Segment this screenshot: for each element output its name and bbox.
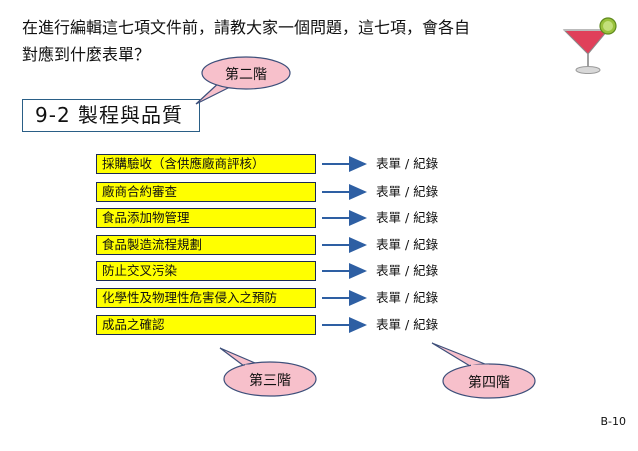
output-label-6: 表單 / 紀錄 [376, 290, 439, 305]
procedure-item-3: 食品添加物管理 [96, 208, 316, 228]
callout-third-tier-label: 第三階 [249, 373, 291, 389]
page-number: B-10 [600, 415, 626, 428]
procedure-item-4: 食品製造流程規劃 [96, 235, 316, 255]
callout-third-tier [219, 347, 317, 397]
output-label-3: 表單 / 紀錄 [376, 210, 439, 225]
output-label-7: 表單 / 紀錄 [376, 317, 439, 332]
callout-second-tier [195, 56, 291, 105]
procedure-item-1: 採購驗收（含供應廠商評核） [96, 154, 316, 174]
output-label-5: 表單 / 紀錄 [376, 263, 439, 278]
cocktail-glass-icon [562, 17, 617, 74]
callout-fourth-tier-label: 第四階 [468, 375, 510, 391]
procedure-item-2: 廠商合約審查 [96, 182, 316, 202]
intro-line-1: 在進行編輯這七項文件前，請教大家一個問題，這七項，會各自 [22, 18, 471, 37]
callout-fourth-tier [431, 342, 536, 399]
output-label-2: 表單 / 紀錄 [376, 184, 439, 199]
section-title: 9-2 製程與品質 [22, 99, 200, 132]
callout-second-tier-label: 第二階 [225, 67, 267, 83]
intro-line-2: 對應到什麼表單？ [22, 45, 151, 64]
output-label-4: 表單 / 紀錄 [376, 237, 439, 252]
procedure-item-7: 成品之確認 [96, 315, 316, 335]
procedure-item-5: 防止交叉污染 [96, 261, 316, 281]
procedure-item-6: 化學性及物理性危害侵入之預防 [96, 288, 316, 308]
intro-question: 在進行編輯這七項文件前，請教大家一個問題，這七項，會各自 對應到什麼表單？ [22, 14, 542, 68]
arrows [322, 156, 367, 333]
output-label-1: 表單 / 紀錄 [376, 156, 439, 171]
